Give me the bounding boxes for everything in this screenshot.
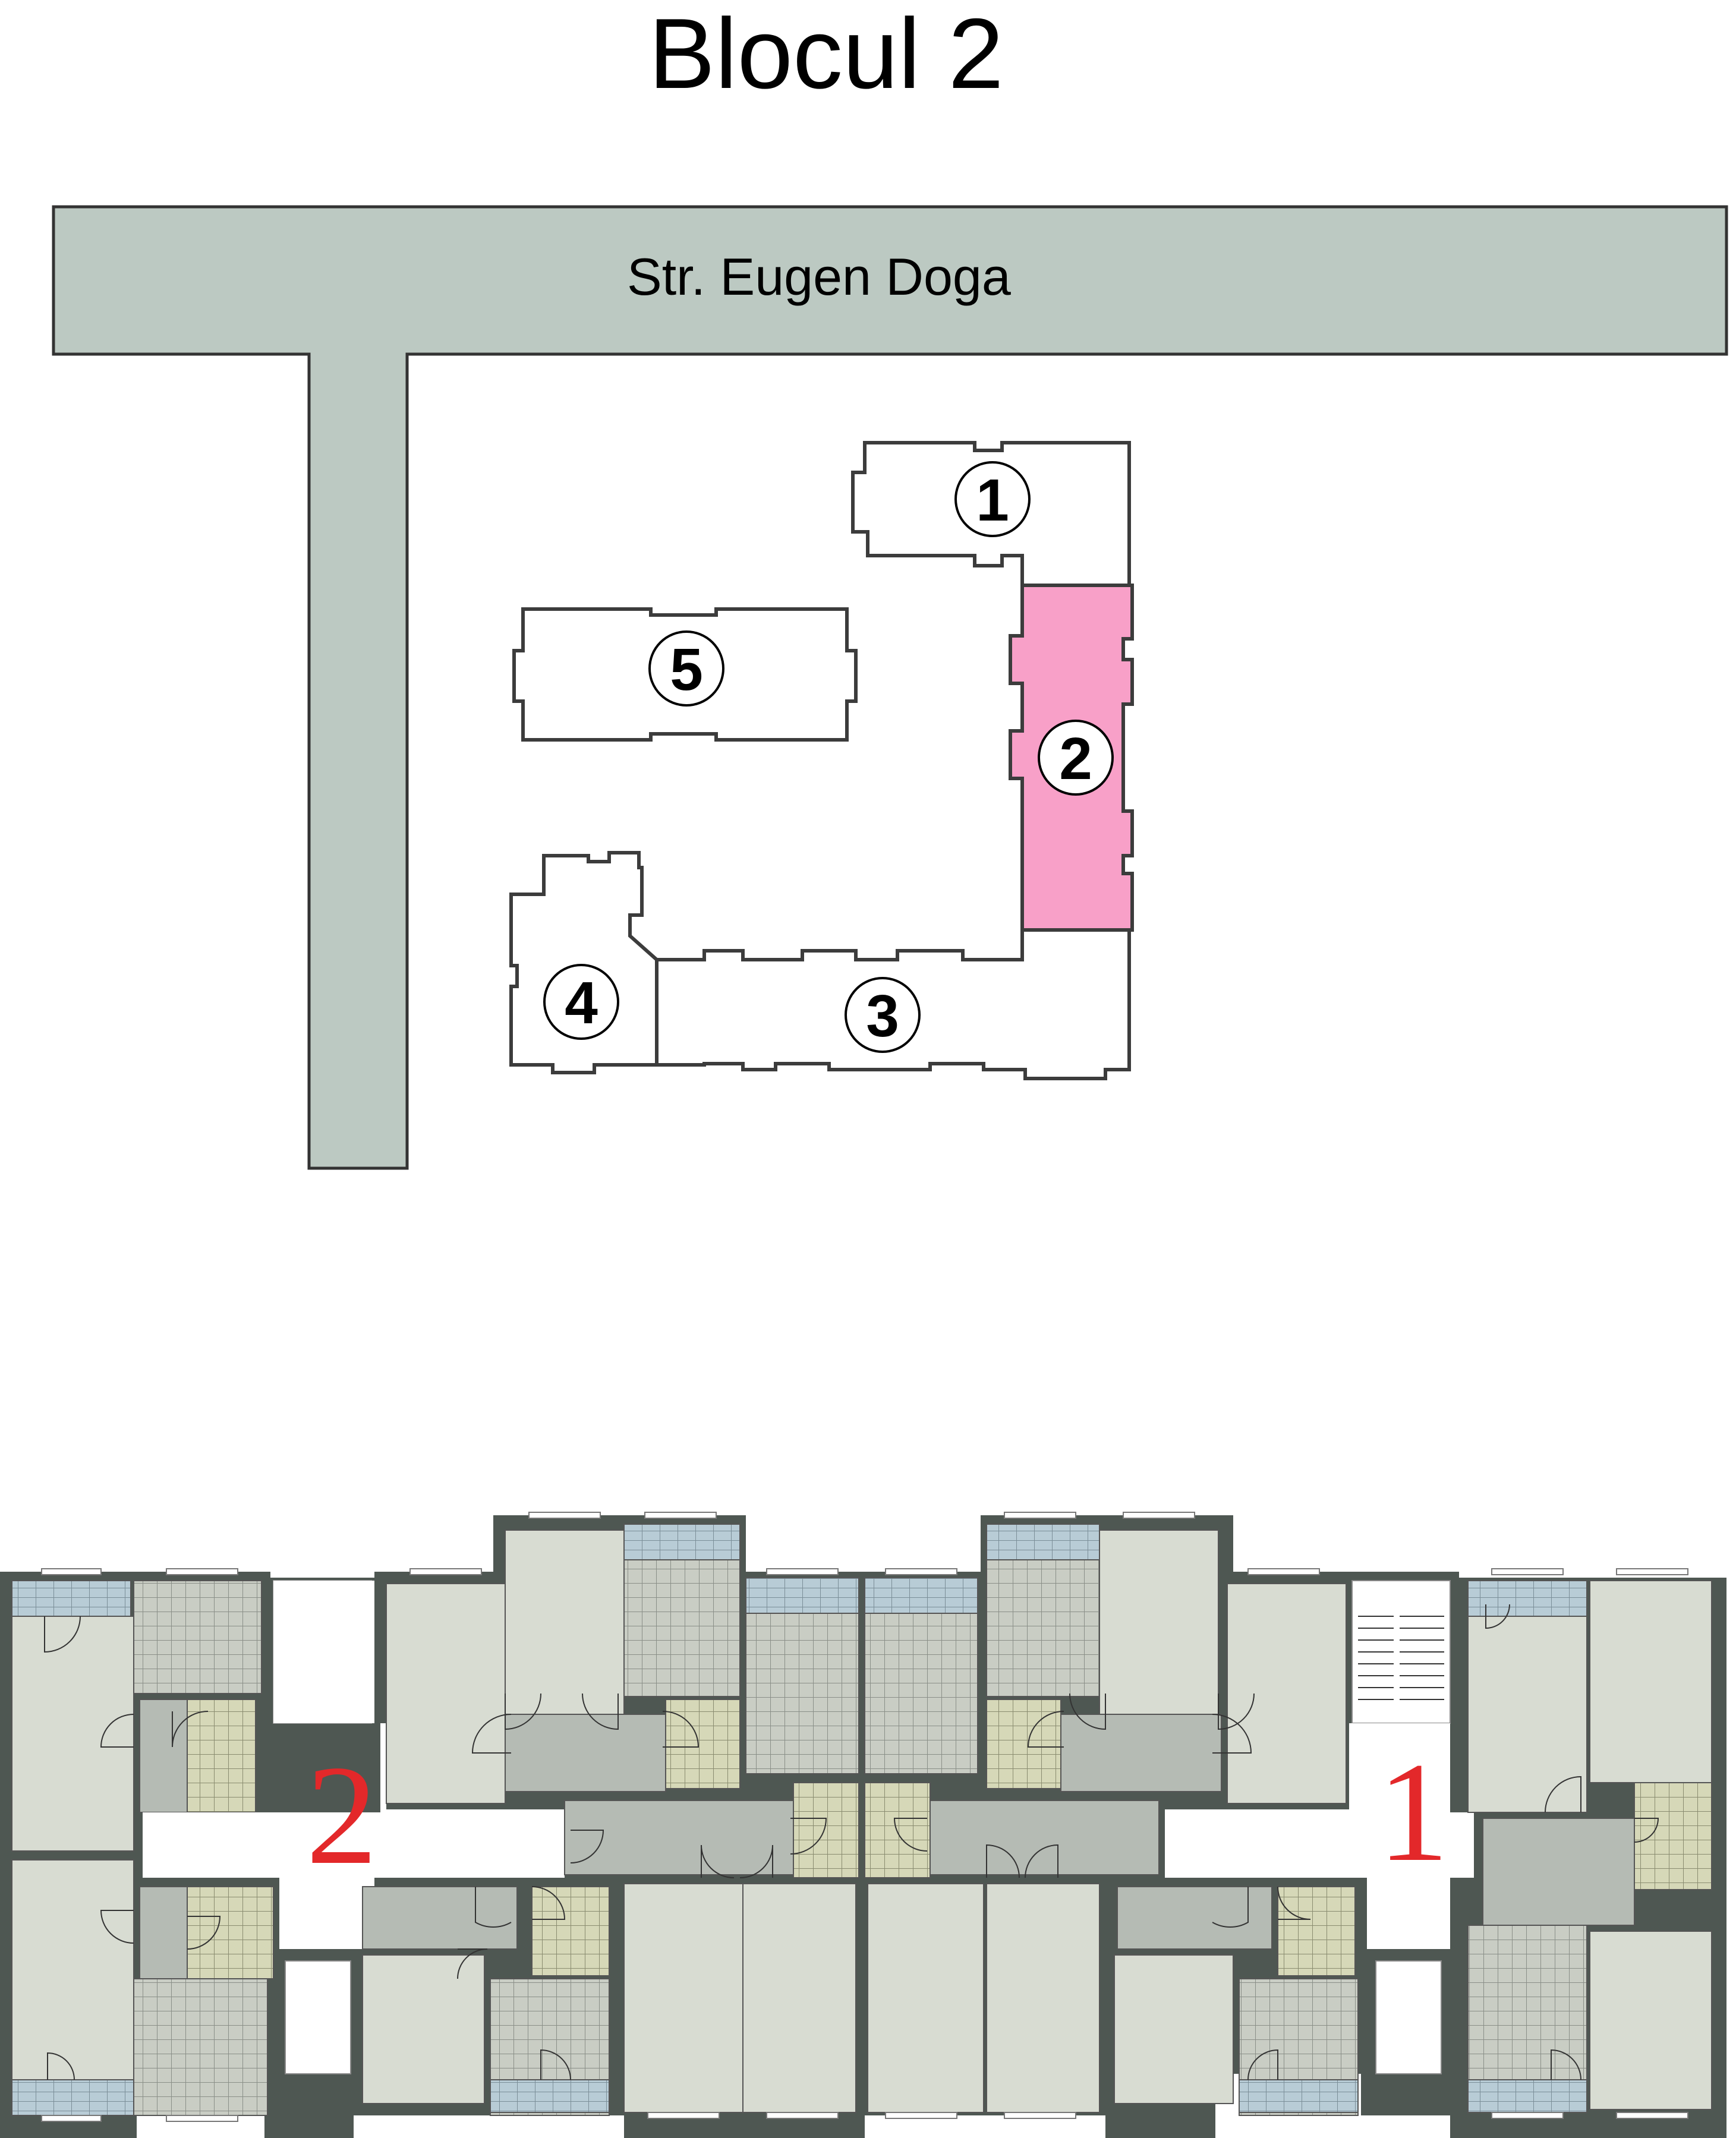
building-5[interactable]: 5 [512, 607, 858, 742]
building-number: 2 [1059, 726, 1092, 792]
building-number: 3 [866, 983, 899, 1049]
entrance-number-2: 2 [306, 1736, 377, 1894]
page-title: Blocul 2 [648, 0, 1004, 109]
building-badge [954, 461, 1031, 537]
building-badge [648, 630, 724, 707]
building-number: 4 [565, 970, 598, 1036]
building-3[interactable]: 3 [655, 928, 1131, 1080]
site-plan: Str. Eugen Doga 1 2 3 4 [52, 205, 1728, 1170]
building-4[interactable]: 4 [509, 851, 659, 1074]
building-badge [845, 977, 921, 1053]
building-number: 5 [670, 636, 703, 703]
door-swings [44, 1604, 1659, 2080]
building-number: 1 [976, 467, 1009, 534]
building-badge [1038, 720, 1114, 796]
street-road [52, 205, 1728, 1170]
building-2[interactable]: 2 [1009, 584, 1134, 932]
windows [41, 1512, 1688, 2122]
building-1[interactable]: 1 [851, 441, 1131, 587]
entrance-number-1: 1 [1378, 1733, 1449, 1891]
floor-plan: 2 1 [0, 1512, 1726, 2138]
building-badge [543, 964, 619, 1040]
street-label: Str. Eugen Doga [627, 247, 1011, 306]
